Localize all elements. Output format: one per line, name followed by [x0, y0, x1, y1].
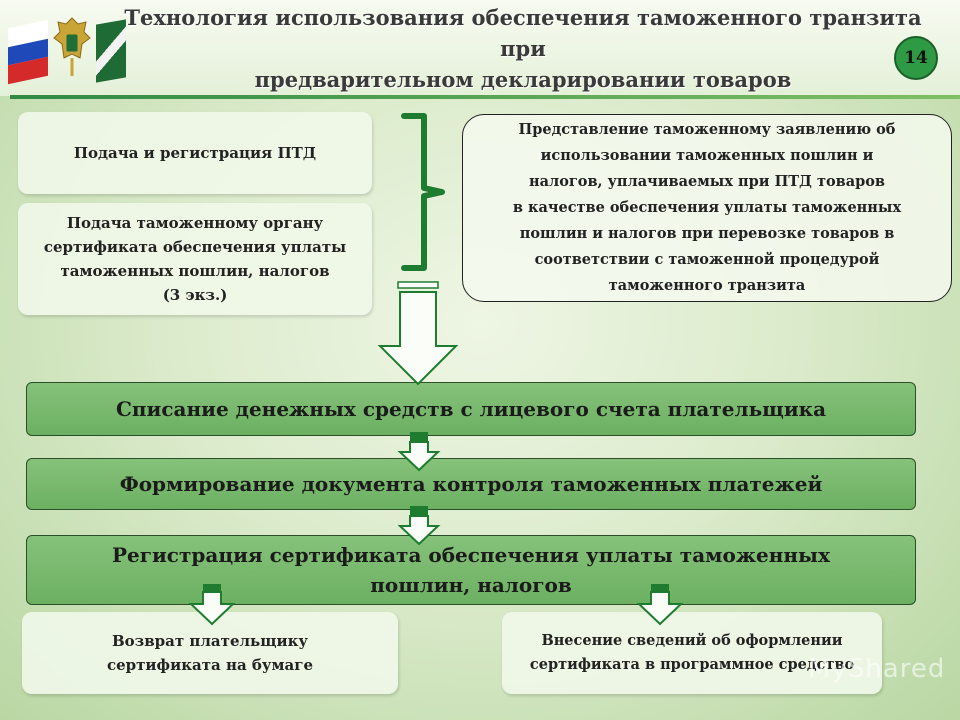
step-debit-funds-label: Списание денежных средств с лицевого сче…: [115, 397, 827, 421]
step-submit-ptd-label: Подача и регистрация ПТД: [73, 144, 317, 162]
statement-line-4: в качестве обеспечения уплаты таможенных: [512, 199, 902, 216]
title-line-2: предварительном декларировании товаров: [254, 67, 792, 92]
step-form-control-document: Формирование документа контроля таможенн…: [26, 458, 916, 510]
statement-line-1: Представление таможенному заявлению об: [518, 121, 896, 138]
watermark: MyShared: [808, 654, 946, 684]
step-debit-funds: Списание денежных средств с лицевого сче…: [26, 382, 916, 436]
down-arrow-icon: [397, 506, 441, 546]
statement-line-5: пошлин и налогов при перевозке товаров в: [519, 225, 895, 242]
grouping-bracket-icon: [401, 113, 445, 271]
enter-certificate-data-box: Внесение сведений об оформлении сертифик…: [502, 612, 882, 694]
return-line-2: сертификата на бумаге: [106, 656, 314, 674]
customs-statement-box: Представление таможенному заявлению об и…: [462, 114, 952, 302]
slide-header: [0, 0, 960, 96]
step-register-certificate: Регистрация сертификата обеспечения упла…: [26, 535, 916, 605]
down-arrow-left-icon: [188, 584, 236, 626]
header-divider: [10, 95, 960, 99]
page-title: Технология использования обеспечения там…: [108, 2, 938, 92]
certificate-line-2: сертификата обеспечения уплаты: [43, 238, 347, 256]
enter-data-line-1: Внесение сведений об оформлении: [541, 632, 843, 649]
certificate-line-1: Подача таможенному органу: [66, 214, 324, 232]
page-number-badge: 14: [894, 36, 938, 80]
certificate-line-4: (3 экз.): [162, 286, 228, 304]
return-line-1: Возврат плательщику: [111, 632, 309, 650]
customs-emblem-icon: [53, 17, 91, 76]
statement-line-7: таможенного транзита: [608, 277, 806, 294]
return-certificate-box: Возврат плательщику сертификата на бумаг…: [22, 612, 398, 694]
certificate-line-3: таможенных пошлин, налогов: [60, 262, 330, 280]
enter-data-line-2: сертификата в программное средство: [529, 656, 855, 673]
register-certificate-line-1: Регистрация сертификата обеспечения упла…: [111, 543, 831, 567]
step-form-control-document-label: Формирование документа контроля таможенн…: [119, 472, 823, 496]
statement-line-3: налогов, уплачиваемых при ПТД товаров: [528, 173, 886, 190]
big-down-arrow-icon: [377, 281, 459, 386]
down-arrow-icon: [397, 432, 441, 472]
step-submit-certificate: Подача таможенному органу сертификата об…: [18, 203, 372, 315]
down-arrow-right-icon: [636, 584, 684, 626]
title-line-1: Технология использования обеспечения там…: [124, 5, 922, 61]
statement-line-6: соответствии с таможенной процедурой: [534, 251, 880, 268]
step-submit-ptd: Подача и регистрация ПТД: [18, 112, 372, 194]
register-certificate-line-2: пошлин, налогов: [370, 573, 572, 597]
statement-line-2: использовании таможенных пошлин и: [540, 147, 874, 164]
